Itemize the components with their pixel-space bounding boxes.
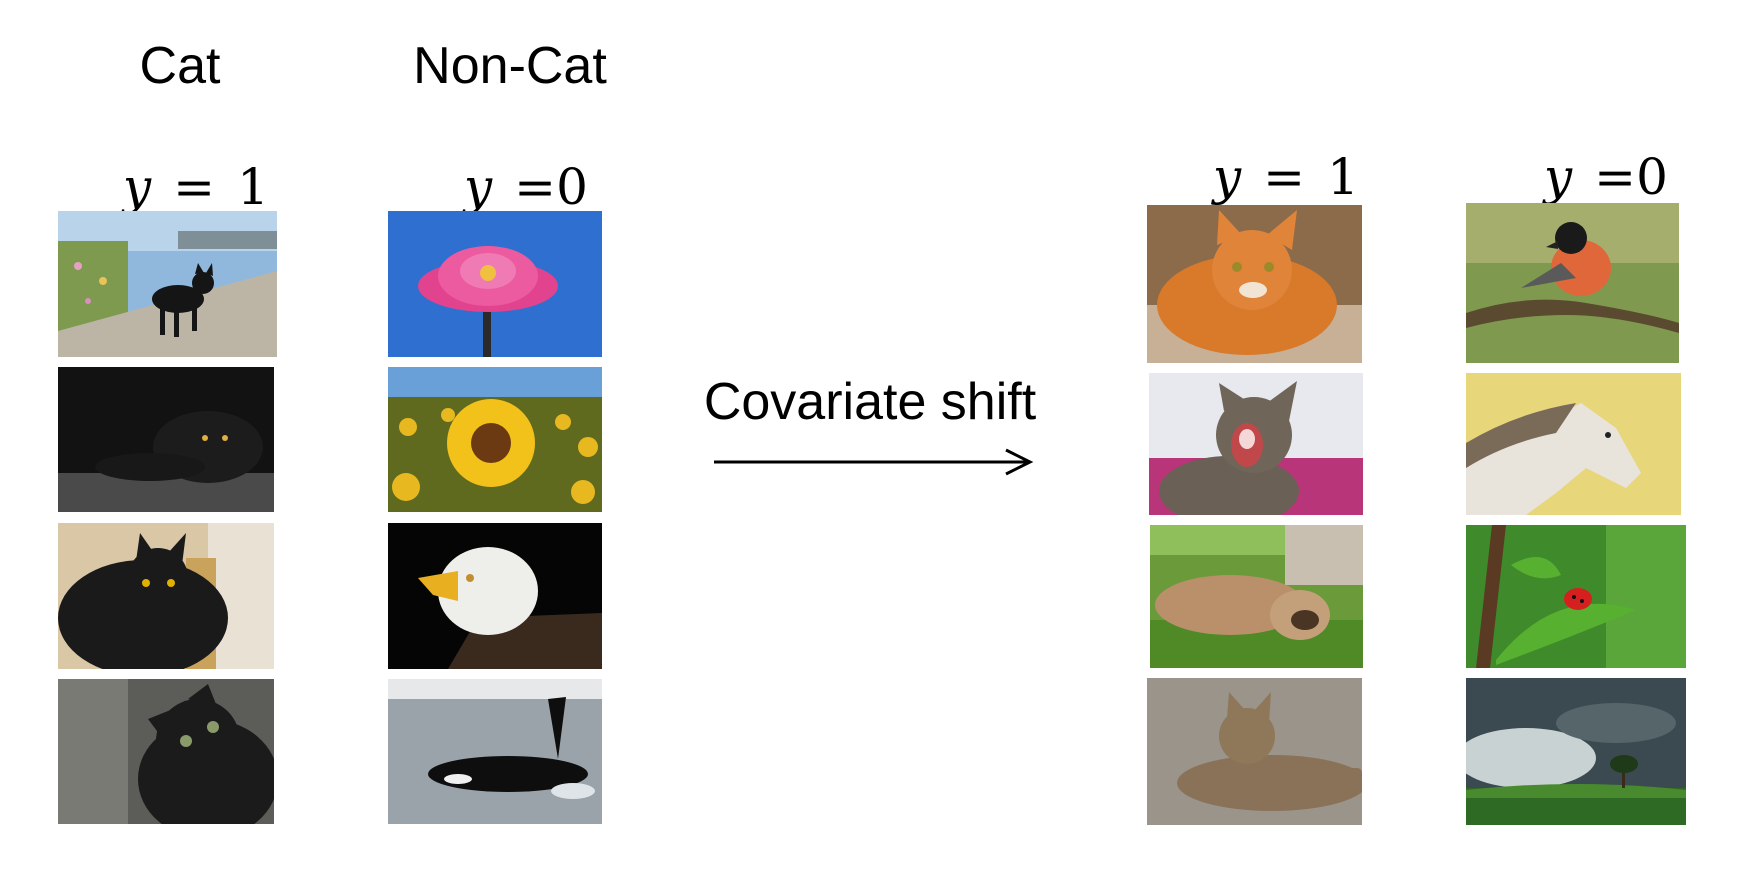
sunflower-field-image bbox=[388, 367, 602, 512]
image-black-cat-floor bbox=[58, 523, 274, 669]
image-orca bbox=[388, 679, 602, 824]
black-kitten-image bbox=[58, 679, 274, 824]
pink-dahlia-image bbox=[388, 211, 602, 357]
tabby-gravel-image bbox=[1147, 678, 1362, 825]
image-black-kitten bbox=[58, 679, 274, 824]
right-arrow-icon bbox=[714, 448, 1034, 476]
black-cat-wall-image bbox=[58, 211, 277, 357]
label-value: 1 bbox=[237, 158, 269, 216]
image-bullfinch bbox=[1466, 203, 1679, 363]
label-eq: = bbox=[1594, 148, 1637, 206]
label-eq: = bbox=[173, 158, 216, 216]
cat-on-grass-image bbox=[1150, 525, 1363, 668]
lone-tree-image bbox=[1466, 678, 1686, 825]
bald-eagle-image bbox=[388, 523, 602, 669]
image-black-cat-dark bbox=[58, 367, 274, 512]
ladybug-image bbox=[1466, 525, 1686, 668]
image-yawning-cat bbox=[1149, 373, 1363, 515]
black-cat-floor-image bbox=[58, 523, 274, 669]
image-orange-tabby bbox=[1147, 205, 1362, 363]
label-eq: = bbox=[1263, 148, 1306, 206]
label-value: 1 bbox=[1327, 148, 1359, 206]
label-target-noncat: y=0 bbox=[1470, 102, 1710, 202]
column-heading-cat: Cat bbox=[139, 37, 221, 95]
label-source-cat: y=1 bbox=[60, 112, 300, 212]
image-black-cat-wall bbox=[58, 211, 277, 357]
black-cat-dark-image bbox=[58, 367, 274, 512]
image-tabby-gravel bbox=[1147, 678, 1362, 825]
label-var: y bbox=[1212, 148, 1242, 206]
orange-tabby-image bbox=[1147, 205, 1362, 363]
image-ladybug bbox=[1466, 525, 1686, 668]
label-var: y bbox=[1543, 148, 1573, 206]
label-value: 0 bbox=[1636, 148, 1668, 206]
label-var: y bbox=[463, 158, 493, 216]
white-horse-image bbox=[1466, 373, 1681, 515]
image-sunflower-field bbox=[388, 367, 602, 512]
column-heading-noncat: Non-Cat bbox=[413, 37, 607, 95]
covariate-shift-label: Covariate shift bbox=[703, 373, 1037, 431]
image-cat-on-grass bbox=[1150, 525, 1363, 668]
label-source-noncat: y=0 bbox=[385, 112, 635, 212]
image-white-horse bbox=[1466, 373, 1681, 515]
label-value: 0 bbox=[556, 158, 588, 216]
image-bald-eagle bbox=[388, 523, 602, 669]
image-lone-tree bbox=[1466, 678, 1686, 825]
bullfinch-image bbox=[1466, 203, 1679, 363]
image-pink-dahlia bbox=[388, 211, 602, 357]
label-target-cat: y=1 bbox=[1155, 102, 1385, 202]
orca-image bbox=[388, 679, 602, 824]
yawning-cat-image bbox=[1149, 373, 1363, 515]
label-eq: = bbox=[514, 158, 557, 216]
label-var: y bbox=[122, 158, 152, 216]
